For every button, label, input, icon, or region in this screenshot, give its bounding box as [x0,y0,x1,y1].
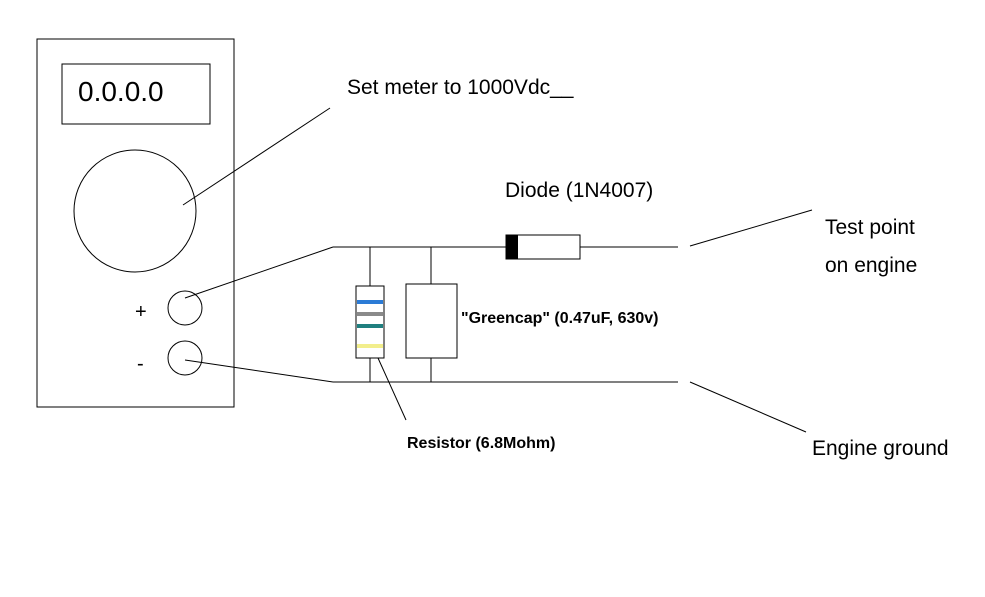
multimeter: 0.0.0.0 + - [36,38,235,408]
negative-terminal [167,340,203,376]
positive-terminal [167,290,203,326]
positive-lead [184,246,334,299]
plus-label: + [135,301,147,323]
resistor-band-1 [357,300,383,304]
test-point-label-line2: on engine [825,254,917,277]
resistor-band-2 [357,312,383,316]
test-point-leader [689,209,813,247]
leader-lines [182,107,813,433]
multimeter-display [61,63,211,125]
diode-cathode-band [506,235,518,259]
diode-label: Diode (1N4007) [505,179,653,202]
engine-ground-leader [689,381,807,433]
resistor-band-3 [357,324,383,328]
greencap-label: "Greencap" (0.47uF, 630v) [461,310,658,327]
negative-lead [184,359,334,383]
test-point-label-line1: Test point [825,216,915,239]
engine-ground-label: Engine ground [812,437,949,460]
diode [505,234,581,260]
resistor-leader [377,357,407,421]
set-meter-leader [182,107,331,206]
selector-dial [73,149,197,273]
resistor-band-4 [357,344,383,348]
resistor-label: Resistor (6.8Mohm) [407,435,555,452]
circuit [333,246,678,383]
minus-label: - [137,353,144,375]
set-meter-label: Set meter to 1000Vdc__ [347,76,574,99]
resistor [355,285,385,359]
display-reading: 0.0.0.0 [78,76,164,107]
greencap-capacitor [405,283,458,359]
